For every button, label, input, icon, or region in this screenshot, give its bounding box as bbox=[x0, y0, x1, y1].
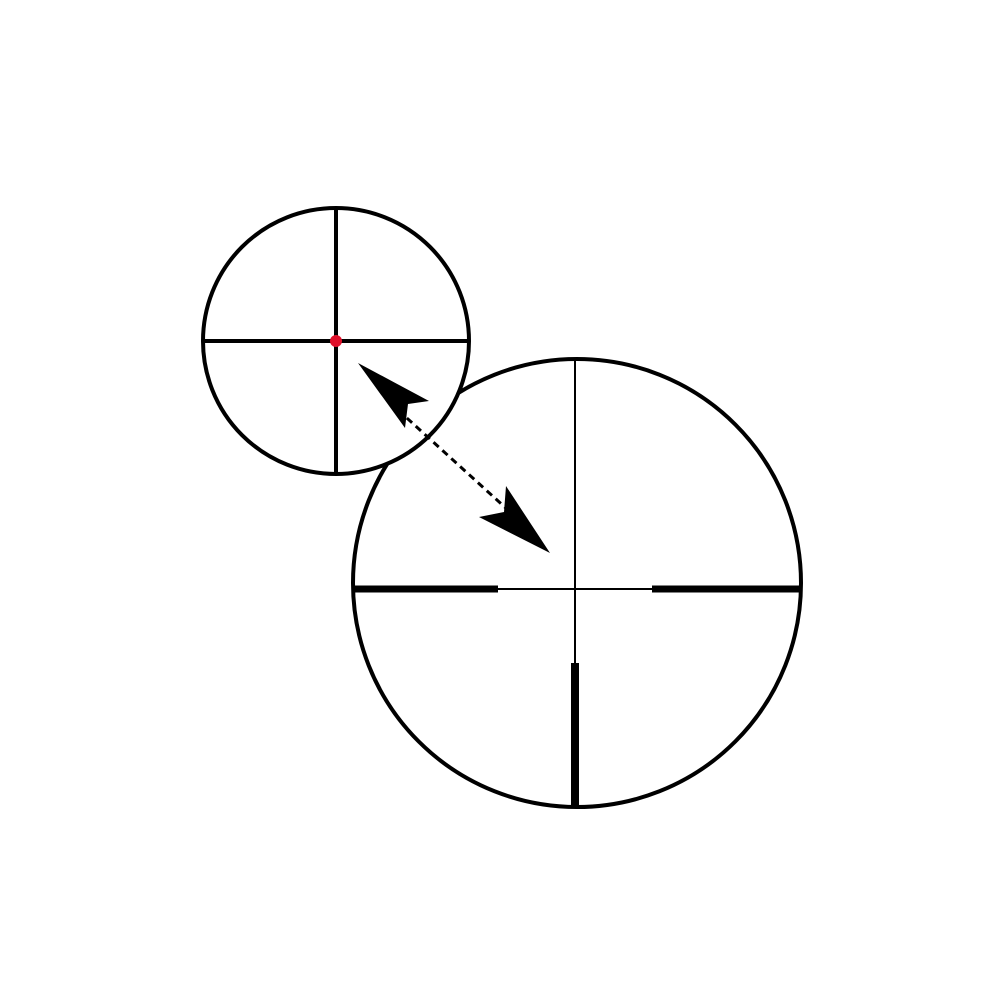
arrow-head-bottom-right bbox=[479, 486, 550, 553]
small-reticle bbox=[201, 206, 471, 476]
small-reticle-center-dot bbox=[330, 335, 342, 347]
dashed-double-arrow-icon bbox=[358, 363, 550, 553]
arrow-head-top-left bbox=[358, 363, 429, 428]
arrow-dashed-shaft bbox=[396, 408, 510, 512]
